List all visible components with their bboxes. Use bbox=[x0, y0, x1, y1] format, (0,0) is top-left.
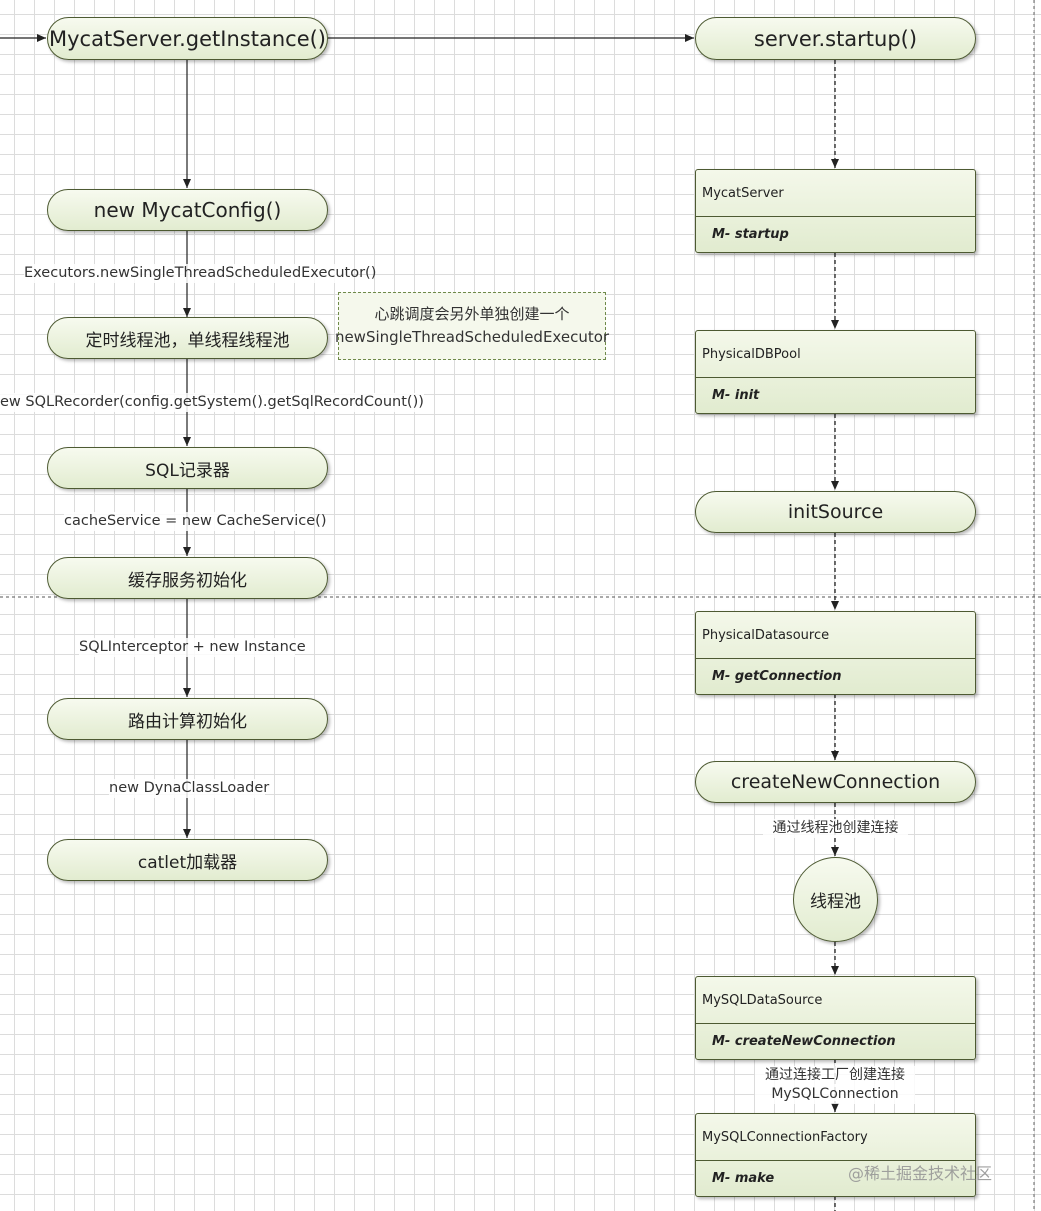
new-mycatconfig-node: new MycatConfig() bbox=[47, 189, 328, 231]
mycatserver-class-name: MycatServer bbox=[696, 170, 975, 217]
threadpool-conn-edge-label: 通过线程池创建连接 bbox=[763, 819, 908, 838]
mycatserver-method: M- startup bbox=[712, 227, 789, 242]
mycatserver-class-box: MycatServer M- startup bbox=[695, 169, 976, 253]
physicaldatasource-class-box: PhysicalDatasource M- getConnection bbox=[695, 611, 976, 695]
sql-recorder-node: SQL记录器 bbox=[47, 447, 328, 489]
server-startup-node: server.startup() bbox=[695, 17, 976, 60]
factory-edge-label-line2: MySQLConnection bbox=[771, 1086, 899, 1102]
getinstance-node: MycatServer.getInstance() bbox=[47, 17, 328, 60]
heartbeat-note-line1: 心跳调度会另外单独创建一个 bbox=[374, 305, 570, 323]
heartbeat-note-line2: newSingleThreadScheduledExecutor bbox=[334, 328, 610, 346]
cache-edge-label: cacheService = new CacheService() bbox=[64, 512, 327, 531]
threadpool-circle-node: 线程池 bbox=[793, 857, 878, 942]
watermark-text: @稀土掘金技术社区 bbox=[848, 1164, 993, 1183]
factory-edge-label: 通过连接工厂创建连接 MySQLConnection bbox=[755, 1066, 915, 1104]
loader-edge-label: new DynaClassLoader bbox=[109, 779, 270, 798]
physicaldbpool-class-name: PhysicalDBPool bbox=[696, 331, 975, 378]
mysqlconnectionfactory-class-box: MySQLConnectionFactory M- make bbox=[695, 1113, 976, 1197]
thread-pool-node: 定时线程池，单线程线程池 bbox=[47, 317, 328, 359]
physicaldbpool-method: M- init bbox=[712, 388, 760, 403]
cache-init-node: 缓存服务初始化 bbox=[47, 557, 328, 599]
sqlrecorder-edge-label: ew SQLRecorder(config.getSystem().getSql… bbox=[0, 393, 424, 412]
physicaldatasource-method: M- getConnection bbox=[712, 669, 842, 684]
heartbeat-note: 心跳调度会另外单独创建一个 newSingleThreadScheduledEx… bbox=[334, 292, 610, 360]
route-init-node: 路由计算初始化 bbox=[47, 698, 328, 740]
mysqlconnectionfactory-method: M- make bbox=[712, 1171, 775, 1186]
executor-edge-label: Executors.newSingleThreadScheduledExecut… bbox=[24, 264, 377, 283]
mysqlconnectionfactory-class-name: MySQLConnectionFactory bbox=[696, 1114, 975, 1161]
createnewconnection-node: createNewConnection bbox=[695, 761, 976, 803]
interceptor-edge-label: SQLInterceptor + new Instance bbox=[79, 638, 306, 657]
physicaldbpool-class-box: PhysicalDBPool M- init bbox=[695, 330, 976, 414]
mysqldatasource-class-name: MySQLDataSource bbox=[696, 977, 975, 1024]
mysqldatasource-method: M- createNewConnection bbox=[712, 1034, 896, 1049]
factory-edge-label-line1: 通过连接工厂创建连接 bbox=[765, 1067, 905, 1083]
initsource-node: initSource bbox=[695, 491, 976, 533]
physicaldatasource-class-name: PhysicalDatasource bbox=[696, 612, 975, 659]
catlet-loader-node: catlet加载器 bbox=[47, 839, 328, 881]
mysqldatasource-class-box: MySQLDataSource M- createNewConnection bbox=[695, 976, 976, 1060]
